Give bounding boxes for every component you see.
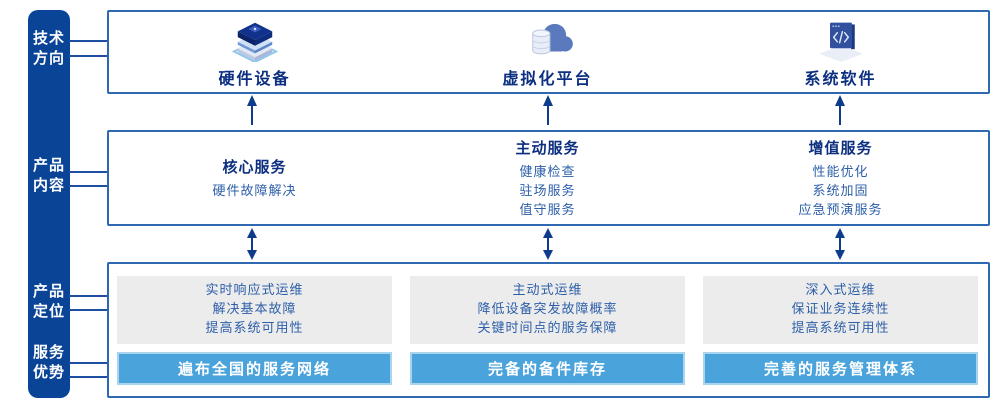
positioning-line: 深入式运维 [805, 283, 876, 299]
up-arrow-icon [247, 95, 257, 125]
sidebar-label-line: 方向 [32, 49, 65, 67]
positioning-line: 关键时间点的服务保障 [477, 321, 618, 337]
server-stack-icon [228, 18, 282, 62]
positioning-line: 主动式运维 [512, 283, 583, 299]
positioning-panel: 实时响应式运维 解决基本故障 提高系统可用性 [117, 276, 392, 344]
tech-label: 系统软件 [804, 68, 877, 88]
positioning-line: 解决基本故障 [212, 302, 297, 318]
service-item: 值守服务 [519, 202, 576, 218]
service-heading: 核心服务 [222, 157, 287, 176]
up-arrow-icon [543, 95, 553, 125]
tech-col-virtualization: 虚拟化平台 [410, 17, 685, 89]
advantage-banner: 完备的备件库存 [410, 351, 685, 385]
up-arrow-icon [835, 95, 845, 125]
advantage-banner: 遍布全国的服务网络 [117, 351, 392, 385]
sidebar-label-line: 产品 [32, 282, 65, 300]
positioning-line: 保证业务连续性 [791, 302, 890, 318]
sidebar-label-product-content: 产品 内容 [28, 155, 70, 195]
tech-col-system-software: 系统软件 [703, 17, 978, 89]
connector-line [69, 185, 108, 187]
service-item: 健康检查 [519, 164, 576, 180]
service-item: 性能优化 [812, 164, 869, 180]
connector-line [69, 362, 108, 364]
cloud-database-icon [519, 18, 577, 62]
software-window-icon [814, 18, 868, 62]
double-arrow-icon [835, 228, 845, 260]
service-heading: 主动服务 [515, 138, 580, 157]
sidebar-label-service-advantage: 服务 优势 [28, 342, 70, 382]
product-content-box: 核心服务 硬件故障解决 主动服务 健康检查 驻场服务 值守服务 增值服务 性能优… [107, 130, 990, 226]
sidebar-label-line: 定位 [32, 302, 65, 320]
positioning-advantage-box: 实时响应式运维 解决基本故障 提高系统可用性 遍布全国的服务网络 主动式运维 降… [107, 262, 990, 398]
positioning-panel: 深入式运维 保证业务连续性 提高系统可用性 [703, 276, 978, 344]
sidebar-label-line: 产品 [32, 156, 65, 174]
double-arrow-icon [543, 228, 553, 260]
sidebar-label-line: 服务 [32, 343, 65, 361]
connector-line [69, 171, 108, 173]
tech-label: 虚拟化平台 [502, 68, 593, 88]
double-arrow-icon [247, 228, 257, 260]
positioning-line: 提高系统可用性 [205, 321, 304, 337]
service-item: 系统加固 [812, 183, 869, 199]
bottom-col-deep: 深入式运维 保证业务连续性 提高系统可用性 完善的服务管理体系 [703, 276, 978, 385]
connector-line [69, 55, 108, 57]
bottom-col-proactive: 主动式运维 降低设备突发故障概率 关键时间点的服务保障 完备的备件库存 [410, 276, 685, 385]
positioning-panel: 主动式运维 降低设备突发故障概率 关键时间点的服务保障 [410, 276, 685, 344]
sidebar-label-product-positioning: 产品 定位 [28, 281, 70, 321]
connector-line [69, 309, 108, 311]
sidebar-label-line: 内容 [32, 176, 65, 194]
connector-line [69, 376, 108, 378]
category-sidebar [28, 10, 70, 398]
connector-line [69, 295, 108, 297]
tech-direction-box: 硬件设备 虚拟化平台 [107, 10, 990, 94]
service-item: 驻场服务 [519, 183, 576, 199]
positioning-line: 实时响应式运维 [205, 283, 304, 299]
service-col-core: 核心服务 硬件故障解决 [117, 138, 392, 218]
service-item: 硬件故障解决 [212, 183, 297, 199]
connector-line [69, 40, 108, 42]
sidebar-label-tech-direction: 技术 方向 [28, 28, 70, 68]
service-col-proactive: 主动服务 健康检查 驻场服务 值守服务 [410, 138, 685, 218]
bottom-col-realtime: 实时响应式运维 解决基本故障 提高系统可用性 遍布全国的服务网络 [117, 276, 392, 385]
service-col-value-added: 增值服务 性能优化 系统加固 应急预演服务 [703, 138, 978, 218]
positioning-line: 降低设备突发故障概率 [477, 302, 618, 318]
positioning-line: 提高系统可用性 [791, 321, 890, 337]
tech-col-hardware: 硬件设备 [117, 17, 392, 89]
tech-label: 硬件设备 [218, 68, 291, 88]
service-item: 应急预演服务 [798, 202, 883, 218]
service-heading: 增值服务 [808, 138, 873, 157]
advantage-banner: 完善的服务管理体系 [703, 351, 978, 385]
sidebar-label-line: 技术 [32, 29, 65, 47]
sidebar-label-line: 优势 [32, 363, 65, 381]
